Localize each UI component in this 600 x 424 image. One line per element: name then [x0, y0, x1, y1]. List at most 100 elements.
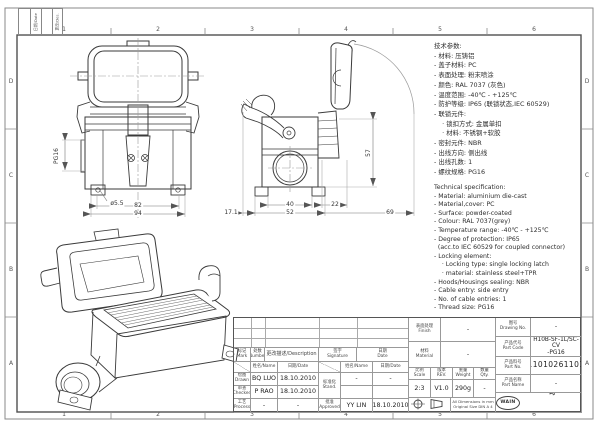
tb-date-label: 日期 Date	[357, 348, 409, 362]
tb-drawn-label: 绘图 Drawn	[234, 373, 251, 386]
tb-date-hdr: 日期/Date	[278, 362, 319, 373]
tb-number-label: 处数 Number	[251, 348, 265, 362]
tb-material-label: 材料 Material	[409, 342, 441, 368]
grid-row-label: A	[8, 360, 14, 367]
grid-row-label: B	[584, 266, 590, 273]
side-view	[240, 40, 357, 197]
grid-col-label: 2	[156, 26, 160, 33]
spec-line: - 颜色: RAL 7037 (灰色)	[434, 80, 506, 89]
grid-col-label: 1	[62, 411, 66, 418]
spec-line: - 表面处理: 粉末喷涂	[434, 71, 494, 80]
tb-partno-value: 1110102611010	[531, 357, 582, 375]
company-name-cn: 厦门唯恩电气有限公司	[523, 393, 581, 397]
spec-block-chinese: 技术参数:- 材料: 压铸铝- 盖子材料: PC- 表面处理: 粉末喷涂- 颜色…	[434, 42, 549, 178]
tb-drawn-name: BQ LUO	[251, 373, 278, 386]
tb-name-hdr: 姓名/Name	[251, 362, 278, 373]
wain-logo: WAIN	[496, 395, 520, 410]
tb-drawingno-label: 图号 Drawing No.	[496, 318, 531, 337]
spec-line: - Material: aluminium die-cast	[434, 192, 527, 200]
tb-name-hdr: 姓名/Name	[341, 362, 373, 373]
tb-stand-label: 标准化 Stand.	[319, 373, 341, 399]
tb-stand-date: -	[373, 373, 409, 386]
dim-label-pg16: PG16	[53, 147, 60, 165]
spec-line: - 螺纹规格: PG16	[434, 168, 486, 177]
dim-label-57: 57	[365, 148, 372, 158]
revision-grid	[234, 318, 409, 348]
corner-cell	[41, 9, 53, 34]
grid-col-label: 6	[532, 26, 536, 33]
spec-line: - 联锁元件:	[434, 109, 467, 118]
spec-line: - 盖子材料: PC	[434, 61, 477, 70]
spec-line: - No. of cable entries: 1	[434, 295, 507, 303]
tb-note-cell: All Dimensions in mm Original Size DIN A…	[451, 398, 496, 413]
tb-weight-value: 290g	[453, 380, 474, 398]
tb-partname-label: 产品名称 Part Name	[496, 375, 531, 393]
corner-revision-strip: 日期/Date 更改/Des.	[18, 8, 63, 35]
spec-line: · material: stainless steel+TPR	[434, 269, 537, 277]
tb-finish-label: 表面处理 Finish	[409, 318, 441, 342]
corner-date-label: 日期/Date	[32, 12, 38, 31]
tb-scale-label: 比例 Scale	[409, 368, 431, 380]
tb-stand-name: -	[341, 373, 373, 386]
grid-row-label: C	[584, 172, 590, 179]
grid-ticks	[5, 28, 593, 419]
side-centerlines	[268, 146, 312, 192]
tb-diagonal-cell	[319, 362, 341, 373]
grid-col-label: 5	[438, 26, 442, 33]
tb-checked-label: 审查 Checked	[234, 386, 251, 399]
tb-weight-label: 重量 Weight	[453, 368, 474, 380]
grid-row-label: A	[584, 360, 590, 367]
tb-partcode-value: H10B-SF-1L/SC-CV -PG16	[531, 337, 582, 357]
corner-desc-label: 更改/Des.	[55, 12, 61, 31]
spec-line: - 防护等级: IP65 (联锁状态,IEC 60529)	[434, 100, 550, 109]
isometric-view	[40, 228, 239, 411]
spec-line: · 材料: 不锈钢+软胶	[434, 129, 501, 138]
spec-line: - Hoods/Housings sealing: NBR	[434, 278, 530, 286]
tb-approved-name: YY LIN	[341, 399, 373, 413]
spec-line: - Cable entry: side entry	[434, 287, 509, 295]
spec-line: - 温度范围: -40℃ - +125℃	[434, 90, 517, 99]
tb-empty-cell	[341, 386, 373, 399]
tb-mark-label: 标记 Mark	[234, 348, 251, 362]
dim-label-82: 82	[133, 202, 143, 209]
tb-approved-label: 批准 Approved	[319, 399, 341, 413]
spec-line: - Degree of protection: IP65	[434, 235, 520, 243]
tb-projection-cell	[409, 398, 451, 413]
dim-label-hole: ø5.5	[109, 200, 125, 207]
side-dimensions	[235, 112, 414, 216]
tb-diagonal-cell	[234, 362, 251, 373]
corner-cell	[19, 9, 31, 34]
tb-approved-date: 18.10.2010	[373, 399, 409, 413]
grid-col-label: 1	[62, 26, 66, 33]
grid-row-label: B	[8, 266, 14, 273]
tb-process-label: 工艺 Process	[234, 399, 251, 413]
tb-material-value: -	[441, 342, 496, 368]
grid-col-label: 5	[438, 411, 442, 418]
tb-partno-label: 产品料号 Part No.	[496, 357, 531, 375]
spec-line: - Material,cover: PC	[434, 201, 495, 209]
spec-line: - Thread size: PG16	[434, 304, 495, 312]
tb-partcode-label: 产品代号 Part Code	[496, 337, 531, 357]
spec-line: · 锁扣方式: 金属单扣	[434, 119, 502, 128]
tb-qty-value: -	[474, 380, 496, 398]
dim-label-94: 94	[133, 210, 143, 217]
dim-label-69: 69	[385, 209, 395, 216]
corner-cell-date: 日期/Date	[30, 9, 42, 34]
dim-label-52: 52	[285, 209, 295, 216]
grid-row-label: D	[8, 78, 14, 85]
grid-row-label: D	[584, 78, 590, 85]
tb-checked-date: 18.10.2010	[278, 386, 319, 399]
tb-drawingno-value: -	[531, 318, 582, 337]
tb-rev-value: V1.0	[431, 380, 453, 398]
tb-signature-label: 签字 Signature	[319, 348, 357, 362]
grid-col-label: 2	[156, 411, 160, 418]
tb-date-hdr: 日期/Date	[373, 362, 409, 373]
tb-process-name: -	[251, 399, 278, 413]
dim-label-40: 40	[285, 201, 295, 208]
spec-line: - 材料: 压铸铝	[434, 51, 475, 60]
spec-line: (acc.to IEC 60529 for coupled connector)	[434, 244, 566, 252]
spec-line: · Locking type: single locking latch	[434, 261, 549, 269]
spec-block-english: Technical specification:- Material: alum…	[434, 184, 565, 313]
